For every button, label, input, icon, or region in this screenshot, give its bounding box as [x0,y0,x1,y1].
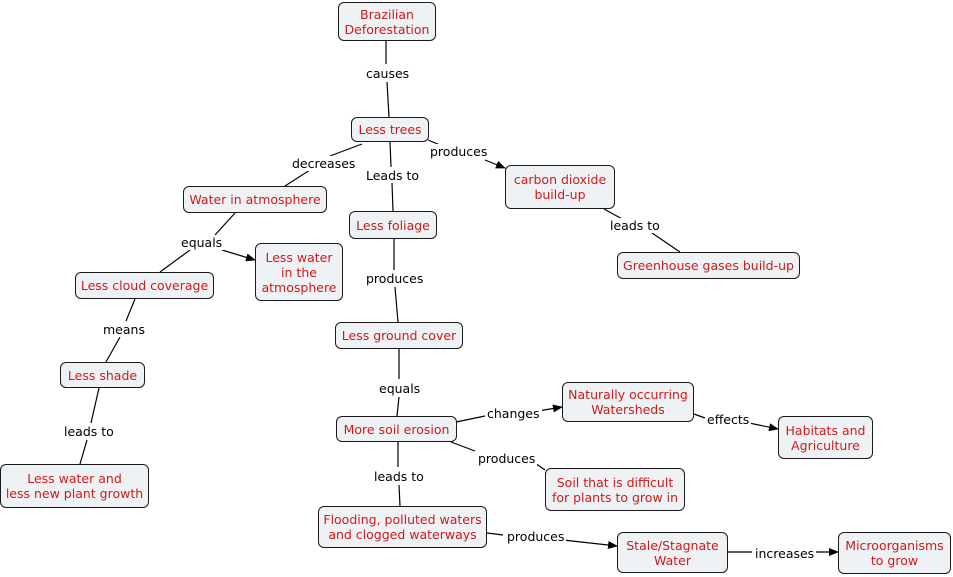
link-label-equals-erosion[interactable]: equals [377,381,423,396]
concept-flooding[interactable]: Flooding, polluted waters and clogged wa… [318,506,487,548]
concept-less-cloud-coverage[interactable]: Less cloud coverage [75,272,214,299]
concept-stale-stagnate-water[interactable]: Stale/Stagnate Water [617,532,728,573]
link-label-produces-ground[interactable]: produces [364,271,426,286]
concept-water-in-atmosphere[interactable]: Water in atmosphere [183,186,327,213]
concept-greenhouse-gases[interactable]: Greenhouse gases build-up [617,252,800,279]
link-label-decreases[interactable]: decreases [290,156,358,171]
link-label-leads-to-flooding[interactable]: leads to [372,469,426,484]
link-label-changes[interactable]: changes [485,406,542,421]
concept-brazilian-deforestation[interactable]: Brazilian Deforestation [338,2,436,41]
concept-less-water-plant-growth[interactable]: Less water and less new plant growth [0,464,149,508]
link-label-produces-stale[interactable]: produces [505,529,567,544]
link-label-means[interactable]: means [101,322,147,337]
link-label-leads-to-growth[interactable]: leads to [62,424,116,439]
concept-soil-difficult[interactable]: Soil that is difficult for plants to gro… [545,468,685,511]
link-label-equals-water[interactable]: equals [179,235,225,250]
link-label-effects[interactable]: effects [705,412,752,427]
link-label-increases[interactable]: increases [753,546,817,561]
concept-less-water-atmosphere[interactable]: Less water in the atmosphere [255,243,343,301]
concept-habitats-agriculture[interactable]: Habitats and Agriculture [778,416,873,459]
link-label-causes[interactable]: causes [364,66,412,81]
concept-carbon-dioxide[interactable]: carbon dioxide build-up [505,165,615,209]
concept-microorganisms[interactable]: Microorganisms to grow [838,532,951,574]
concept-less-shade[interactable]: Less shade [60,362,145,388]
link-label-produces-soil[interactable]: produces [476,451,538,466]
concept-less-trees[interactable]: Less trees [351,117,429,142]
link-label-produces-co2[interactable]: produces [428,144,490,159]
concept-less-ground-cover[interactable]: Less ground cover [335,322,463,349]
concept-naturally-occurring-watersheds[interactable]: Naturally occurring Watersheds [562,382,694,422]
concept-more-soil-erosion[interactable]: More soil erosion [336,416,457,442]
link-label-leads-to-greenhouse[interactable]: leads to [608,218,662,233]
concept-less-foliage[interactable]: Less foliage [349,211,437,239]
link-label-leads-to-foliage[interactable]: Leads to [364,168,422,183]
